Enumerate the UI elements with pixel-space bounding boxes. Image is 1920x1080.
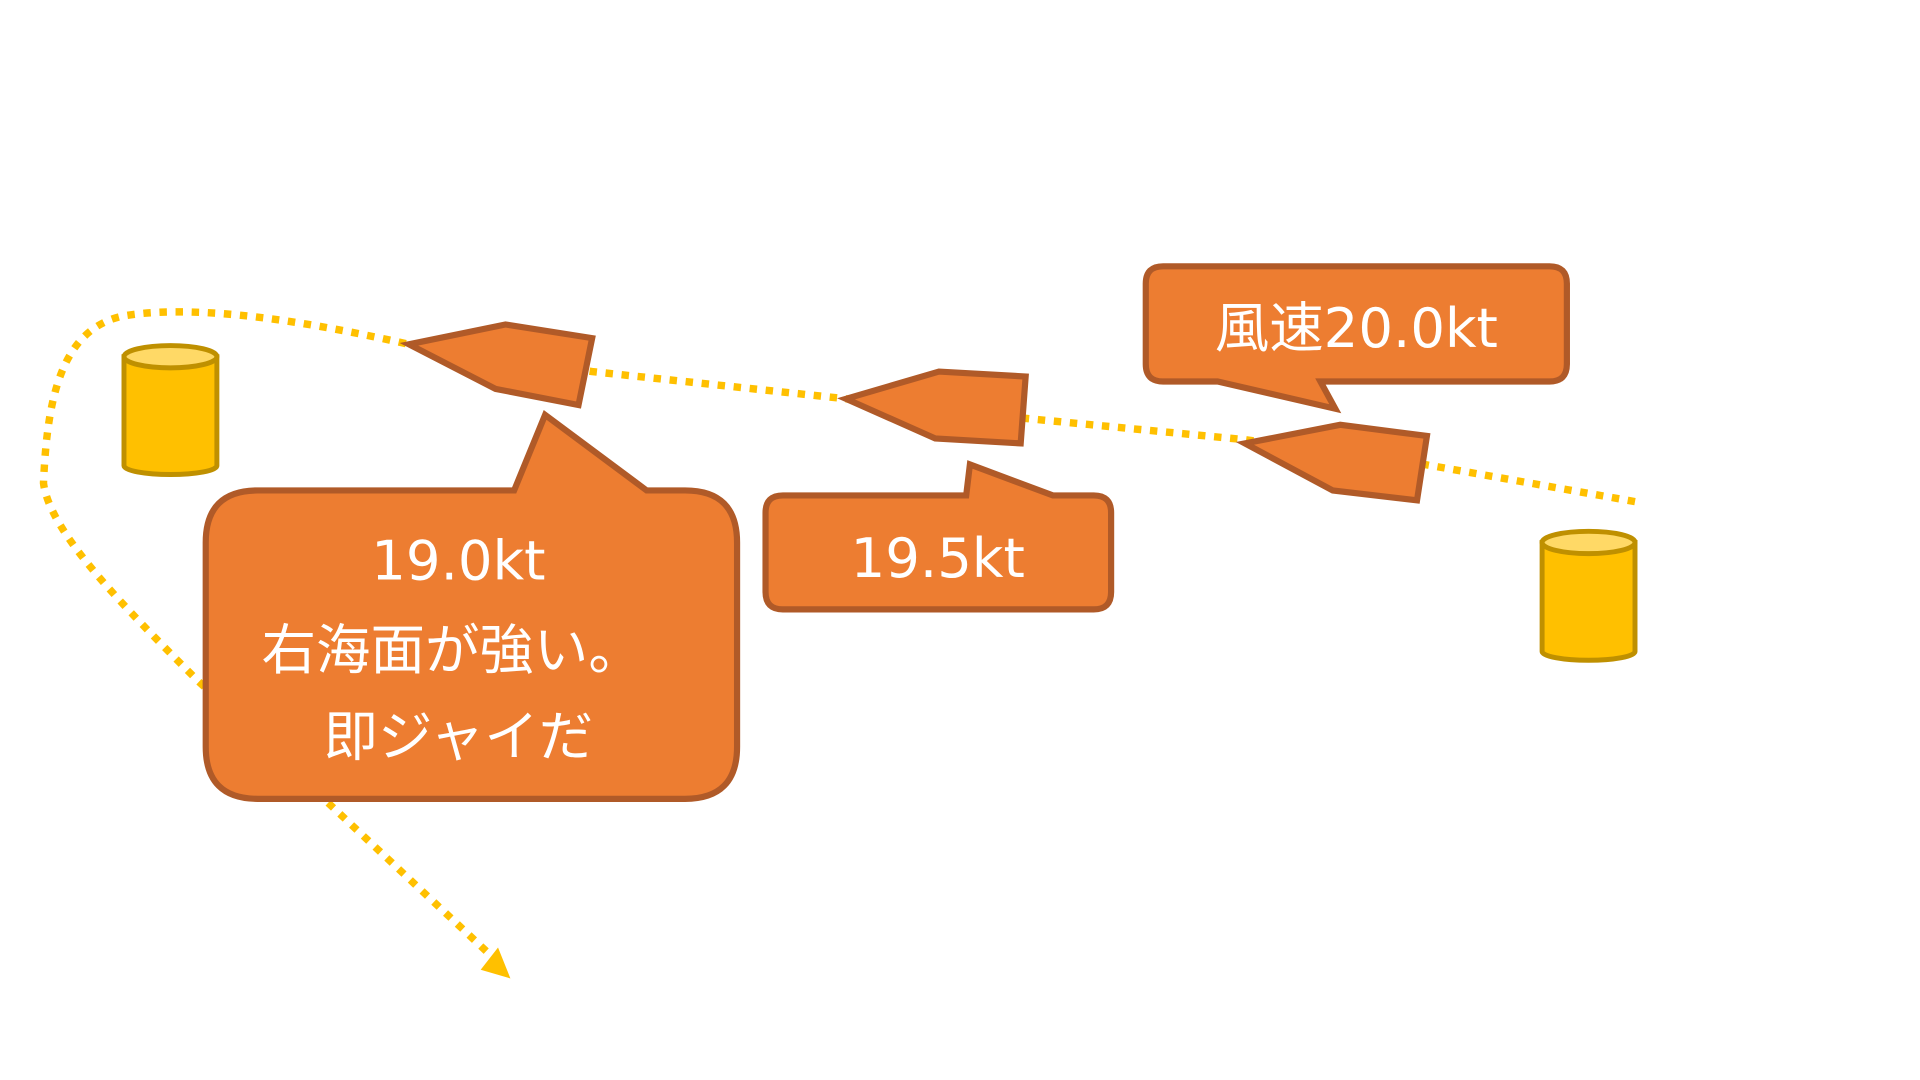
callout-leader-action: 即ジャイだ [324,705,594,769]
boat-3 [1235,421,1431,504]
callout-leader-speed: 19.0kt [371,529,545,593]
buoy-right [1539,528,1638,663]
buoy-left [121,343,220,477]
callout-right: 風速20.0kt [1142,263,1570,414]
callout-right-wind: 風速20.0kt [1215,296,1498,360]
callout-middle-speed: 19.5kt [851,526,1025,590]
callout-leader-note: 右海面が強い。 [262,618,643,682]
callout-middle: 19.5kt [762,460,1115,613]
course-line [39,308,1636,979]
boat-1 [399,321,596,409]
boat-2 [837,368,1029,447]
arrowhead-icon [480,947,511,979]
callout-leader: 19.0kt 右海面が強い。 即ジャイだ [202,410,741,802]
